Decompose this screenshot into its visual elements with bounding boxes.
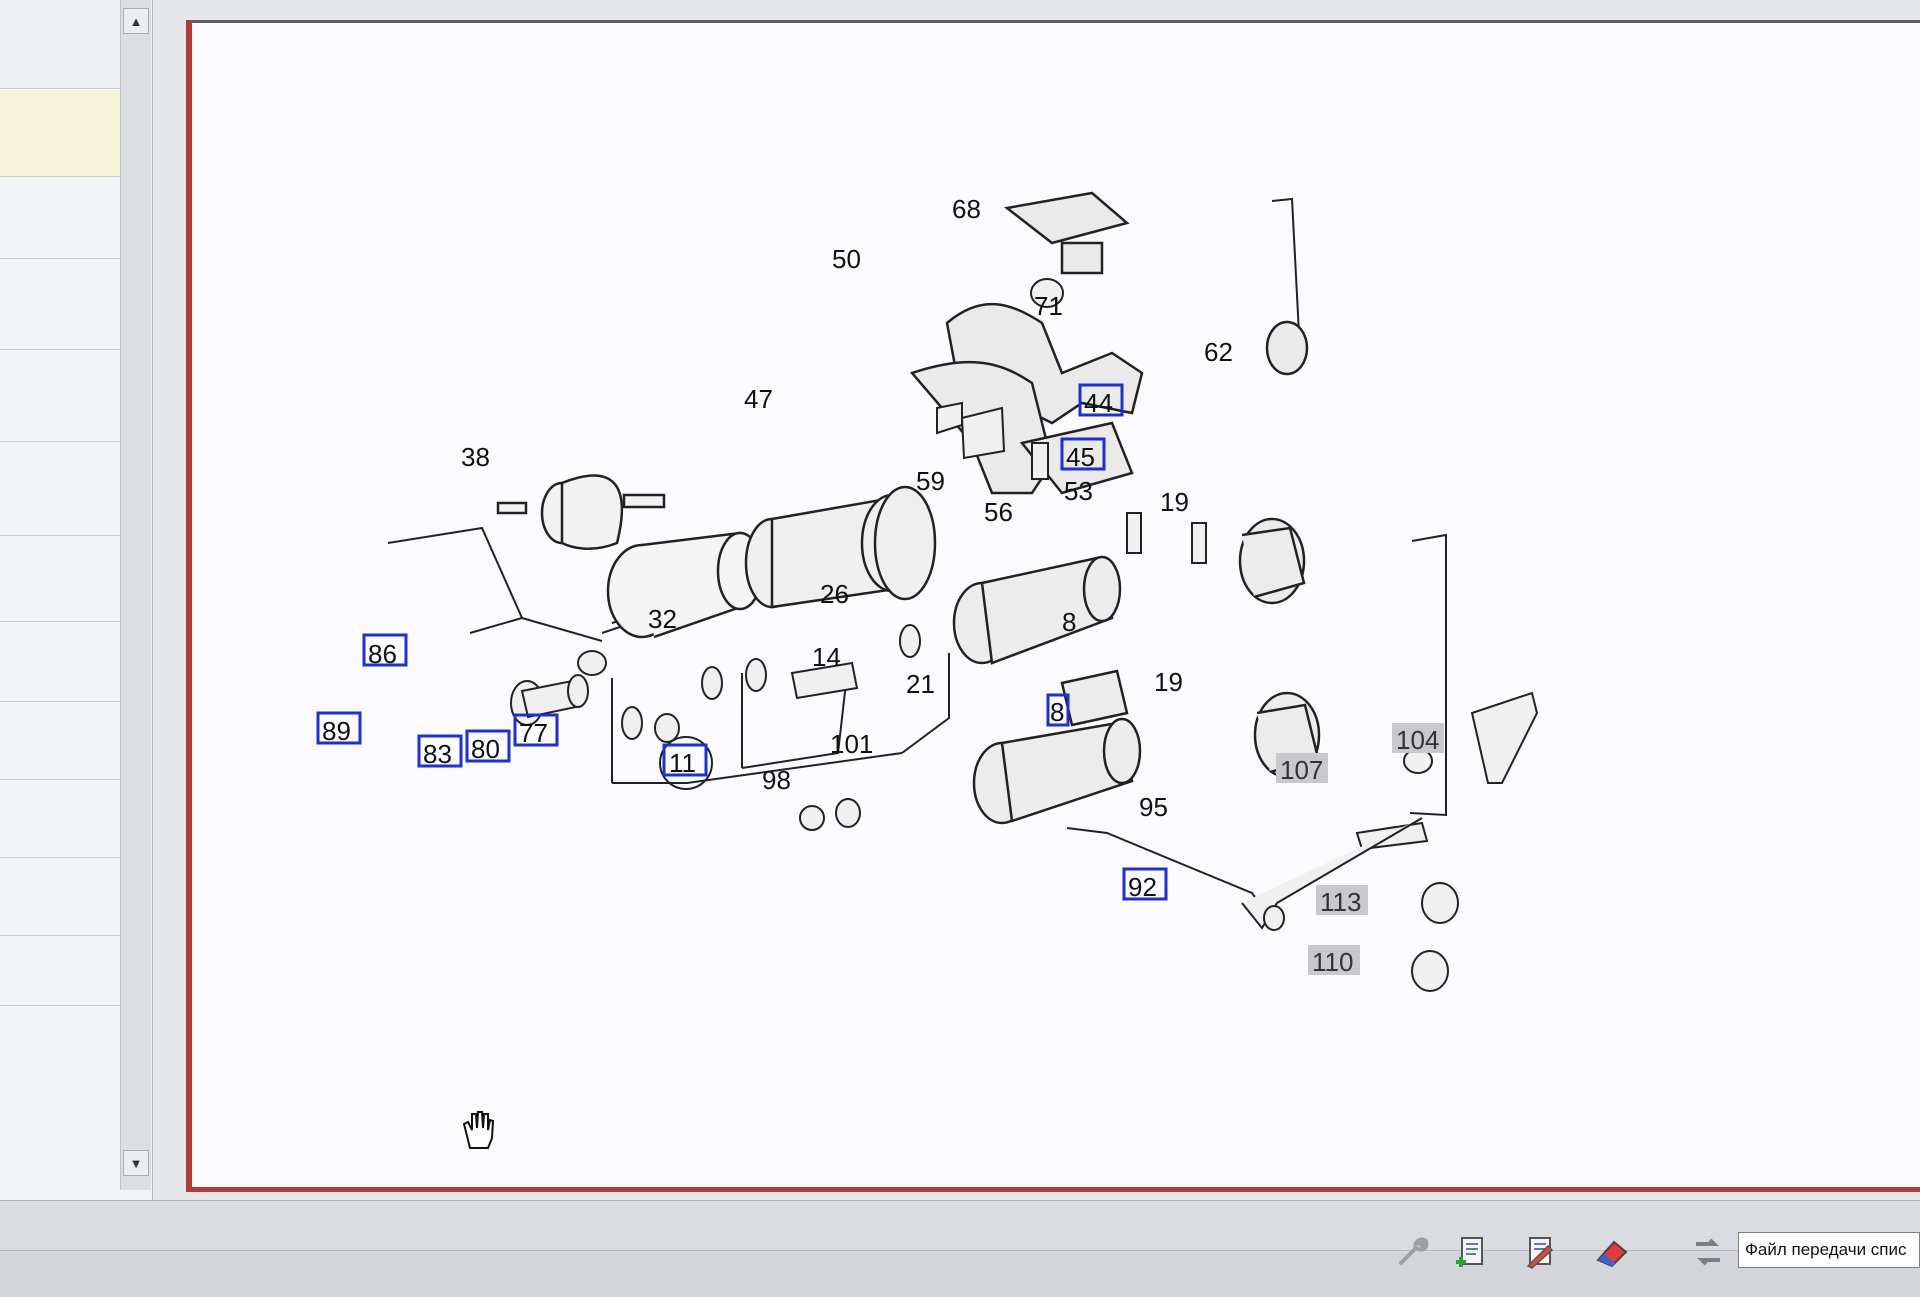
vertical-scrollbar[interactable]: ▲ ▼ xyxy=(120,0,151,1190)
label-62: 62 xyxy=(1204,337,1233,367)
label-11[interactable]: 11 xyxy=(669,748,696,778)
eraser-icon[interactable] xyxy=(1592,1232,1632,1272)
label-98: 98 xyxy=(762,765,791,795)
list-item[interactable] xyxy=(0,348,120,350)
label-92[interactable]: 92 xyxy=(1128,872,1157,902)
transfer-icon[interactable] xyxy=(1688,1232,1728,1272)
label-86[interactable]: 86 xyxy=(368,639,397,669)
list-item[interactable] xyxy=(0,90,120,177)
label-8-lower[interactable]: 8 xyxy=(1050,697,1064,727)
transfer-file-field[interactable]: Файл передачи спис xyxy=(1738,1232,1920,1268)
label-80[interactable]: 80 xyxy=(471,734,500,764)
label-104: 104 xyxy=(1396,725,1439,755)
label-110: 110 xyxy=(1312,947,1353,977)
label-14: 14 xyxy=(812,642,841,672)
label-50: 50 xyxy=(832,244,861,274)
label-95: 95 xyxy=(1139,792,1168,822)
label-45[interactable]: 45 xyxy=(1066,442,1095,472)
list-item[interactable] xyxy=(0,620,120,622)
hand-cursor-icon xyxy=(458,1108,498,1150)
add-document-icon[interactable] xyxy=(1450,1232,1490,1272)
status-bar xyxy=(0,1250,1920,1297)
edit-document-icon[interactable] xyxy=(1520,1232,1560,1272)
list-item[interactable] xyxy=(0,1004,120,1006)
label-71: 71 xyxy=(1034,291,1063,321)
label-77[interactable]: 77 xyxy=(519,718,548,748)
label-83[interactable]: 83 xyxy=(423,739,452,769)
label-26: 26 xyxy=(820,579,849,609)
list-item[interactable] xyxy=(0,440,120,442)
label-32: 32 xyxy=(648,604,677,634)
list-item[interactable] xyxy=(0,700,120,702)
scroll-up-icon[interactable]: ▲ xyxy=(123,8,149,34)
label-21: 21 xyxy=(906,669,935,699)
label-89[interactable]: 89 xyxy=(322,716,351,746)
list-item[interactable] xyxy=(0,0,120,89)
list-item[interactable] xyxy=(0,178,120,259)
label-101: 101 xyxy=(830,729,873,759)
label-19-top: 19 xyxy=(1160,487,1189,517)
label-38: 38 xyxy=(461,442,490,472)
list-item[interactable] xyxy=(0,856,120,858)
wrench-icon[interactable] xyxy=(1392,1232,1432,1272)
label-53: 53 xyxy=(1064,476,1093,506)
parts-list-pane: ▲ ▼ xyxy=(0,0,153,1200)
label-44[interactable]: 44 xyxy=(1084,388,1113,418)
list-item[interactable] xyxy=(0,778,120,780)
parts-diagram-viewport[interactable]: 68 50 71 62 47 38 59 56 53 19 26 8 32 14… xyxy=(186,20,1920,1192)
label-59: 59 xyxy=(916,466,945,496)
exploded-parts-diagram: 68 50 71 62 47 38 59 56 53 19 26 8 32 14… xyxy=(316,191,1539,992)
label-47: 47 xyxy=(744,384,773,414)
label-56: 56 xyxy=(984,497,1013,527)
list-item[interactable] xyxy=(0,934,120,936)
list-item[interactable] xyxy=(0,534,120,536)
label-107: 107 xyxy=(1280,755,1323,785)
label-113: 113 xyxy=(1320,887,1361,917)
label-68: 68 xyxy=(952,194,981,224)
label-8: 8 xyxy=(1062,607,1076,637)
scroll-down-icon[interactable]: ▼ xyxy=(123,1150,149,1176)
label-19-bottom: 19 xyxy=(1154,667,1183,697)
